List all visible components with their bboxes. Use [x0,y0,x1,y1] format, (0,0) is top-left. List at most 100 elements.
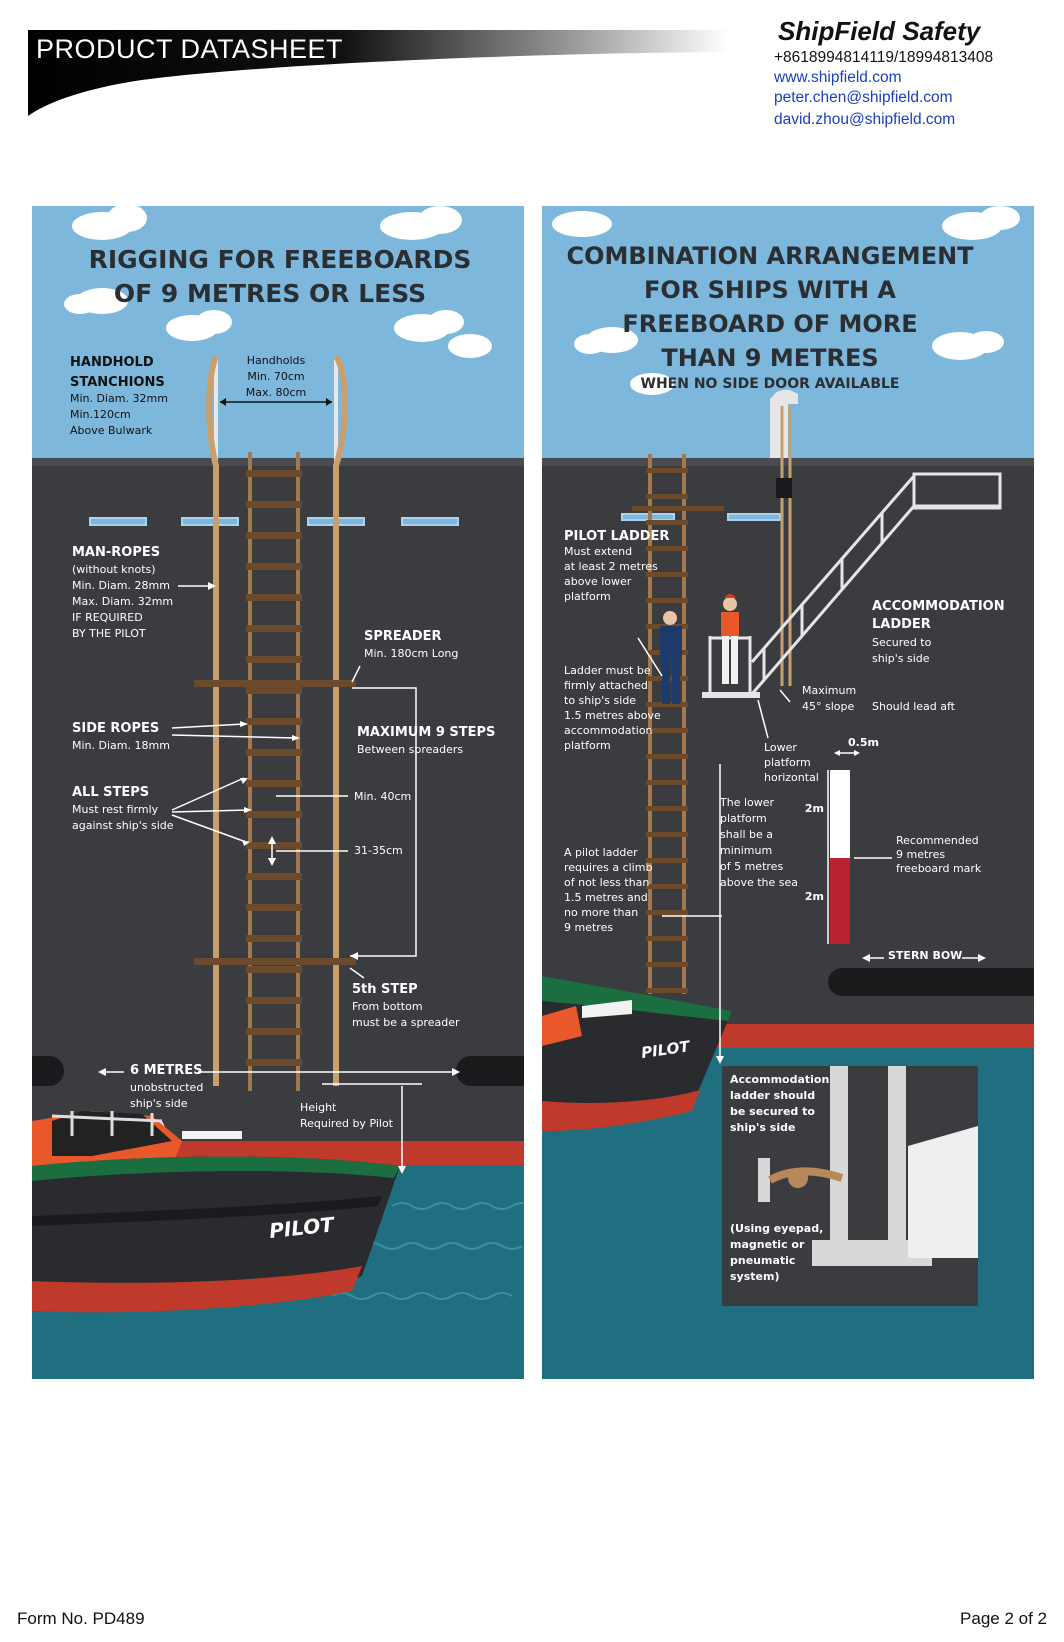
ladder-step [646,702,688,707]
ladder-step [246,842,302,849]
climb-rule: of not less than [564,876,649,889]
accommodation-title2: LADDER [872,617,931,632]
ladder-step [246,625,302,632]
stern-bow-label: STERN BOW [888,949,962,962]
ladder-step [246,563,302,570]
stanchions-line: Above Bulwark [70,424,153,437]
ladder-step [246,935,302,942]
accommodation-line: Secured to [872,636,932,649]
accommodation-ladder [750,472,1002,695]
attached-line: 1.5 metres above [564,709,661,722]
contact-email-david[interactable]: david.zhou@shipfield.com [774,111,956,128]
lower-platform-rule: The lower [719,796,775,809]
ladder-step [246,780,302,787]
attached-line: firmly attached [564,679,648,692]
combination-arrangement-illustration: PILOT COMBINATION ARRANGEMENT FOR SHIPS … [542,206,1034,1379]
contact-email-peter[interactable]: peter.chen@shipfield.com [774,89,953,106]
handholds-min: Min. 70cm [247,370,304,383]
allsteps-line: Must rest firmly [72,803,159,816]
handholds-title: Handholds [247,354,306,367]
max9-title: MAXIMUM 9 STEPS [357,725,495,740]
eyepad-detail [758,1066,978,1266]
ladder-step [246,904,302,911]
attached-line: to ship's side [564,694,636,707]
man-rope-right [333,354,348,1086]
mark-width: 0.5m [848,736,879,749]
ladder-step [246,1028,302,1035]
ladder-step [646,936,688,941]
ladder-step [246,997,302,1004]
stanchions-line: Min.120cm [70,408,131,421]
manropes-line: IF REQUIRED [72,611,143,624]
lower-platform-line: Lower [764,741,797,754]
ladder-step [646,988,688,993]
man-rope-left [206,354,219,1086]
accommodation-line: ship's side [872,652,930,665]
freeboard-mark-red [830,858,850,944]
climb-rule: requires a climb [564,861,652,874]
pilot-ladder-line: above lower [564,575,632,588]
pilot-ladder-line: platform [564,590,611,603]
pilot-boat [32,1111,400,1313]
siderope-title: SIDE ROPES [72,721,159,736]
stanchions-title2: STANCHIONS [70,375,165,390]
lead-aft-note: Should lead aft [872,700,956,713]
panel-title-line3: FREEBOARD OF MORE [622,310,917,338]
climb-rule: no more than [564,906,638,919]
lower-platform-rule: shall be a [720,828,773,841]
securing-line: Accommodation [730,1073,829,1086]
securing-line: ladder should [730,1089,815,1102]
rec-mark-line: 9 metres [896,848,945,861]
manropes-line: Min. Diam. 28mm [72,579,170,592]
freeboard-over-9m-panel: PILOT COMBINATION ARRANGEMENT FOR SHIPS … [542,206,1034,1379]
fifth-step-line: From bottom [352,1000,423,1013]
davit [770,398,788,462]
contact-website[interactable]: www.shipfield.com [774,69,902,86]
ladder-step [646,780,688,785]
mark-height-bottom: 2m [805,890,824,903]
panel-title-line2: FOR SHIPS WITH A [644,276,896,304]
ladder-step [246,501,302,508]
manropes-line: Max. Diam. 32mm [72,595,173,608]
pilot-ladder-line: Must extend [564,545,632,558]
attached-line: accommodation [564,724,653,737]
six-metres-line: unobstructed [130,1081,203,1094]
ladder-step [646,962,688,967]
panel-subtitle: WHEN NO SIDE DOOR AVAILABLE [641,376,900,392]
rec-mark-line: Recommended [896,834,979,847]
ladder-step [646,520,688,525]
accommodation-title: ACCOMMODATION [872,599,1005,614]
ladder-step [246,811,302,818]
step-width: Min. 40cm [354,790,411,803]
spreader [194,680,356,687]
lower-platform-rule: platform [720,812,767,825]
pilot-ladder-line: at least 2 metres [564,560,658,573]
manropes-title: MAN-ROPES [72,545,160,560]
mark-height-top: 2m [805,802,824,815]
datasheet-title: PRODUCT DATASHEET [36,34,344,64]
ladder-step [246,687,302,694]
spreader [632,506,724,511]
securing-line: be secured to [730,1105,815,1118]
ladder-step [646,494,688,499]
panel-title-line2: OF 9 METRES OR LESS [114,279,426,308]
stanchions-line: Min. Diam. 32mm [70,392,168,405]
cloud-icon [552,206,1020,395]
manropes-line: BY THE PILOT [72,627,146,640]
siderope-line: Min. Diam. 18mm [72,739,170,752]
ladder-step [246,749,302,756]
climb-rule: A pilot ladder [564,846,638,859]
climb-rule: 1.5 metres and [564,891,648,904]
slope-line: 45° slope [802,700,854,713]
eyepad-line: (Using eyepad, [730,1222,823,1235]
lower-platform-line: platform [764,756,811,769]
lower-platform-rule: above the sea [720,876,798,889]
pilot-figure [660,611,682,704]
ladder-step [246,873,302,880]
pilot-ladder-title: PILOT LADDER [564,529,669,544]
contact-phone: +8618994814119/18994813408 [774,49,994,66]
rec-mark-line: freeboard mark [896,862,982,875]
panel-title-line1: COMBINATION ARRANGEMENT [566,242,974,270]
manropes-line: (without knots) [72,563,156,576]
ladder-step [646,910,688,915]
